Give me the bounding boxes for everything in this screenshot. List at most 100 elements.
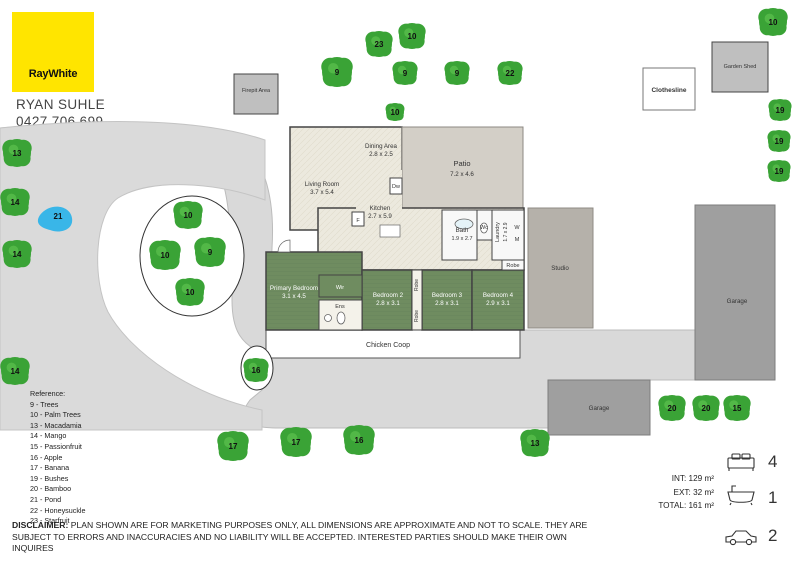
plant-label: 17 xyxy=(229,442,238,451)
plant-icon xyxy=(768,99,792,121)
plant-label: 9 xyxy=(403,69,408,78)
legend-item: 15 - Passionfruit xyxy=(30,441,82,451)
lawn-area xyxy=(0,121,266,431)
plant-label: 15 xyxy=(733,404,742,413)
clothesline-block xyxy=(642,67,696,111)
plant-label: 17 xyxy=(292,438,301,447)
fridge-label: F xyxy=(356,218,360,224)
legend-item: 20 - Bamboo xyxy=(30,484,72,494)
plant-legend: Reference: 9 - Trees 10 - Palm Trees 13 … xyxy=(30,389,86,527)
plant-icon xyxy=(398,23,426,49)
plant-icon xyxy=(0,357,30,385)
garden-shed-block xyxy=(711,41,769,93)
robe-label-2: Robe xyxy=(414,279,420,291)
studio-label: Studio xyxy=(551,265,569,272)
garage-small-label: Garage xyxy=(589,405,610,412)
dining-label: Dining Area xyxy=(365,143,398,150)
bedroom4-size: 2.9 x 3.1 xyxy=(486,300,510,307)
plant-icon xyxy=(392,61,418,85)
bedroom2-label: Bedroom 2 xyxy=(373,292,404,299)
plant-icon xyxy=(444,61,470,85)
machine-label: M xyxy=(515,237,520,243)
plant-label: 23 xyxy=(375,40,384,49)
house xyxy=(265,126,525,331)
plant-icon xyxy=(194,237,226,267)
clothesline-label: Clothesline xyxy=(651,87,686,94)
legend-item: 17 - Banana xyxy=(30,463,70,473)
plant-icon xyxy=(758,8,788,36)
garage-main-label: Garage xyxy=(727,298,748,305)
plant-label: 20 xyxy=(668,404,677,413)
plant-label: 13 xyxy=(13,149,22,158)
kitchen-label: Kitchen xyxy=(370,205,391,212)
bath-label: Bath xyxy=(456,227,469,234)
bed-icon xyxy=(727,453,755,471)
plant-icon xyxy=(321,57,353,87)
garden-shed-label: Garden Shed xyxy=(724,64,757,70)
disclaimer-label: DISCLAIMER: xyxy=(12,520,69,530)
legend-item: 16 - Apple xyxy=(30,452,63,462)
plant-label: 14 xyxy=(13,250,22,259)
internal-area: INT: 129 m² xyxy=(671,474,714,483)
legend-title: Reference: xyxy=(30,389,66,398)
laundry-label: Laundry xyxy=(495,222,501,242)
logo-text: RayWhite xyxy=(28,68,78,80)
primary-label: Primary Bedroom xyxy=(270,285,318,292)
washer-label: W xyxy=(514,225,520,231)
plant-label: 9 xyxy=(208,248,213,257)
plant-label: 10 xyxy=(408,32,417,41)
living-size: 3.7 x 5.4 xyxy=(310,189,334,196)
plant-label: 10 xyxy=(184,211,193,220)
plant-icon xyxy=(385,103,405,121)
plant-label: 10 xyxy=(769,18,778,27)
plant-label: 10 xyxy=(391,108,400,117)
dishwasher-label: Dw xyxy=(392,184,400,190)
pond xyxy=(37,206,73,232)
total-area: TOTAL: 161 m² xyxy=(658,501,714,510)
kitchen-size: 2.7 x 5.9 xyxy=(368,213,392,220)
patio-label: Patio xyxy=(453,159,470,168)
car-icon xyxy=(725,530,757,546)
chicken-coop-block xyxy=(265,329,521,359)
firepit-block xyxy=(233,73,279,115)
plant-icon xyxy=(343,425,375,455)
bath-size: 1.9 x 2.7 xyxy=(451,236,472,242)
firepit-label: Firepit Area xyxy=(242,88,271,94)
plant-icon xyxy=(149,240,181,270)
garage-main-block xyxy=(694,204,776,381)
ensuite-label: Ens xyxy=(335,304,345,310)
legend-item: 13 - Macadamia xyxy=(30,420,82,430)
plant-icon xyxy=(243,358,269,382)
plant-label: 14 xyxy=(11,198,20,207)
plant-icon xyxy=(723,395,751,421)
plant-label: 10 xyxy=(161,251,170,260)
plant-icon xyxy=(497,61,523,85)
studio-block xyxy=(527,207,594,329)
plant-label: 19 xyxy=(775,137,784,146)
disclaimer-text: PLAN SHOWN ARE FOR MARKETING PURPOSES ON… xyxy=(12,520,588,553)
bedroom4-label: Bedroom 4 xyxy=(483,292,514,299)
plant-icon xyxy=(0,188,30,216)
bath-icon xyxy=(727,485,755,506)
plant-label: 16 xyxy=(355,436,364,445)
legend-item: 14 - Mango xyxy=(30,431,67,441)
plant-label: 10 xyxy=(186,288,195,297)
legend-item: 9 - Trees xyxy=(30,399,59,409)
legend-item: 19 - Bushes xyxy=(30,473,69,483)
car-count: 2 xyxy=(768,526,778,545)
bedroom2-size: 2.8 x 3.1 xyxy=(376,300,400,307)
plant-icon xyxy=(2,139,32,167)
external-area: EXT: 32 m² xyxy=(673,487,715,497)
garage-small-block xyxy=(547,379,651,436)
robe-label-1: Robe xyxy=(506,263,519,269)
bedroom3-size: 2.8 x 3.1 xyxy=(435,300,459,307)
plant-label: 20 xyxy=(702,404,711,413)
palm-island xyxy=(139,195,245,317)
plant-icon xyxy=(767,130,791,152)
plant-label: 13 xyxy=(531,439,540,448)
raywhite-logo: RayWhite xyxy=(12,12,94,92)
chicken-coop-label: Chicken Coop xyxy=(366,342,410,349)
robe-label-3: Robe xyxy=(414,310,420,322)
plant-icon xyxy=(365,31,393,57)
plant-icon xyxy=(520,429,550,457)
